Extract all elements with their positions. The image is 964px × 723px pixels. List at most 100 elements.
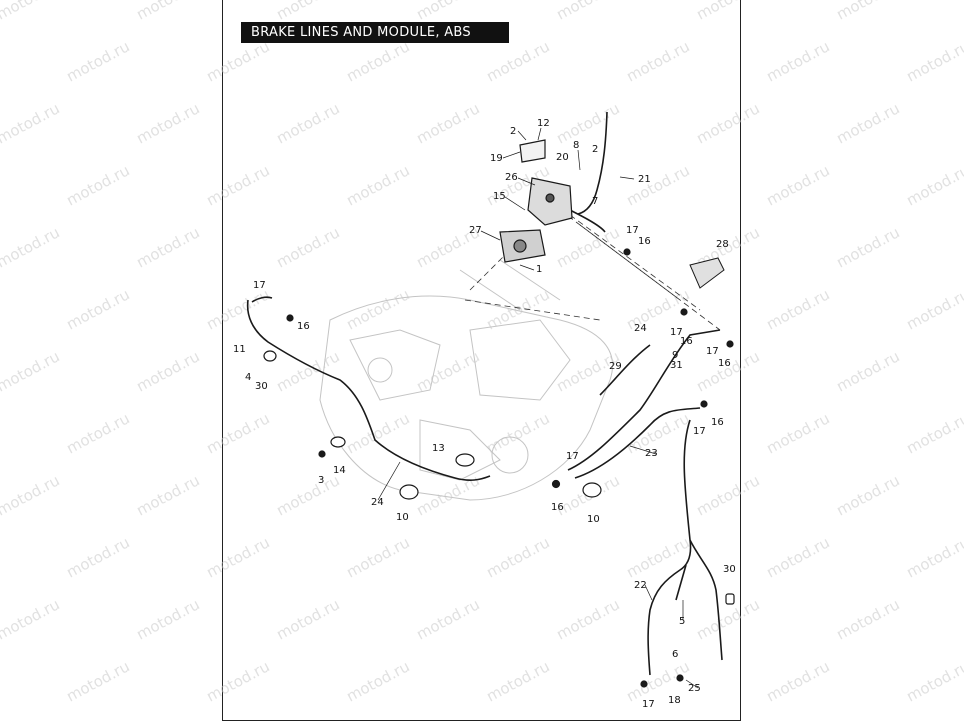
- watermark-text: motod.ru: [343, 657, 412, 705]
- abs-module: [499, 139, 573, 263]
- watermark-text: motod.ru: [0, 347, 63, 395]
- watermark-text: motod.ru: [763, 37, 832, 85]
- callout: 24: [634, 323, 647, 334]
- callout: 4: [245, 372, 251, 383]
- callout: 16: [680, 336, 693, 347]
- callout-leaders: [377, 127, 699, 689]
- watermark-text: motod.ru: [763, 533, 832, 581]
- watermark-text: motod.ru: [0, 595, 63, 643]
- watermark-text: motod.ru: [63, 161, 132, 209]
- callout: 17: [670, 327, 683, 338]
- bracket-28: [689, 257, 725, 289]
- watermark-text: motod.ru: [133, 347, 202, 395]
- watermark-text: motod.ru: [413, 99, 482, 147]
- callout: 16: [551, 502, 564, 513]
- callout: 30: [255, 381, 268, 392]
- watermark-text: motod.ru: [553, 595, 622, 643]
- watermark-text: motod.ru: [273, 223, 342, 271]
- watermark-text: motod.ru: [133, 223, 202, 271]
- watermark-text: motod.ru: [763, 657, 832, 705]
- watermark-text: motod.ru: [343, 409, 412, 457]
- callout: 16: [297, 321, 310, 332]
- callout: 18: [668, 695, 681, 706]
- callout: 25: [688, 683, 701, 694]
- diagram-title: BRAKE LINES AND MODULE, ABS: [241, 22, 509, 43]
- callout: 15: [493, 191, 506, 202]
- watermark-text: motod.ru: [833, 99, 902, 147]
- callout: 29: [609, 361, 622, 372]
- watermark-text: motod.ru: [63, 285, 132, 333]
- watermark-text: motod.ru: [903, 37, 964, 85]
- watermark-text: motod.ru: [413, 595, 482, 643]
- watermark-text: motod.ru: [273, 595, 342, 643]
- watermark-text: motod.ru: [833, 0, 902, 24]
- callout: 3: [318, 475, 324, 486]
- watermark-text: motod.ru: [63, 409, 132, 457]
- watermark-text: motod.ru: [413, 471, 482, 519]
- watermark-text: motod.ru: [273, 99, 342, 147]
- watermark-text: motod.ru: [833, 223, 902, 271]
- watermark-text: motod.ru: [553, 99, 622, 147]
- watermark-text: motod.ru: [343, 37, 412, 85]
- watermark-text: motod.ru: [763, 161, 832, 209]
- frame-ghost: [319, 259, 614, 501]
- callout: 17: [626, 225, 639, 236]
- callout: 31: [670, 360, 683, 371]
- watermark-text: motod.ru: [763, 285, 832, 333]
- watermark-text: motod.ru: [63, 533, 132, 581]
- callout: 12: [537, 118, 550, 129]
- watermark-text: motod.ru: [623, 533, 692, 581]
- callout: 17: [706, 346, 719, 357]
- watermark-text: motod.ru: [133, 0, 202, 24]
- callout: 10: [587, 514, 600, 525]
- watermark-text: motod.ru: [483, 533, 552, 581]
- callout: 9: [672, 350, 678, 361]
- callout: 22: [634, 580, 647, 591]
- watermark-text: motod.ru: [203, 657, 272, 705]
- callout: 24: [371, 497, 384, 508]
- watermark-text: motod.ru: [273, 471, 342, 519]
- callout: 19: [490, 153, 503, 164]
- callout: 2: [510, 126, 516, 137]
- watermark-text: motod.ru: [693, 471, 762, 519]
- watermark-text: motod.ru: [903, 285, 964, 333]
- watermark-text: motod.ru: [0, 99, 63, 147]
- watermark-text: motod.ru: [203, 285, 272, 333]
- callout: 16: [718, 358, 731, 369]
- callout: 14: [333, 465, 346, 476]
- watermark-text: motod.ru: [413, 347, 482, 395]
- callout: 30: [723, 564, 736, 575]
- callout: 27: [469, 225, 482, 236]
- watermark-text: motod.ru: [203, 533, 272, 581]
- callout: 1: [536, 264, 542, 275]
- callout: 17: [566, 451, 579, 462]
- watermark-text: motod.ru: [903, 161, 964, 209]
- callout: 17: [642, 699, 655, 710]
- watermark-text: motod.ru: [0, 223, 63, 271]
- callout: 26: [505, 172, 518, 183]
- watermark-text: motod.ru: [833, 471, 902, 519]
- watermark-text: motod.ru: [483, 37, 552, 85]
- watermark-text: motod.ru: [553, 0, 622, 24]
- watermark-text: motod.ru: [133, 471, 202, 519]
- callout: 13: [432, 443, 445, 454]
- watermark-text: motod.ru: [343, 161, 412, 209]
- watermark-text: motod.ru: [623, 657, 692, 705]
- callout: 16: [638, 236, 651, 247]
- watermark-text: motod.ru: [833, 595, 902, 643]
- watermark-text: motod.ru: [273, 0, 342, 24]
- watermark-text: motod.ru: [203, 161, 272, 209]
- callout: 2: [592, 144, 598, 155]
- watermark-text: motod.ru: [413, 0, 482, 24]
- watermark-text: motod.ru: [623, 161, 692, 209]
- watermark-text: motod.ru: [903, 533, 964, 581]
- callout: 23: [645, 448, 658, 459]
- callout: 16: [711, 417, 724, 428]
- watermark-text: motod.ru: [0, 471, 63, 519]
- watermark-text: motod.ru: [903, 657, 964, 705]
- watermark-text: motod.ru: [203, 37, 272, 85]
- watermark-text: motod.ru: [693, 0, 762, 24]
- callout: 28: [716, 239, 729, 250]
